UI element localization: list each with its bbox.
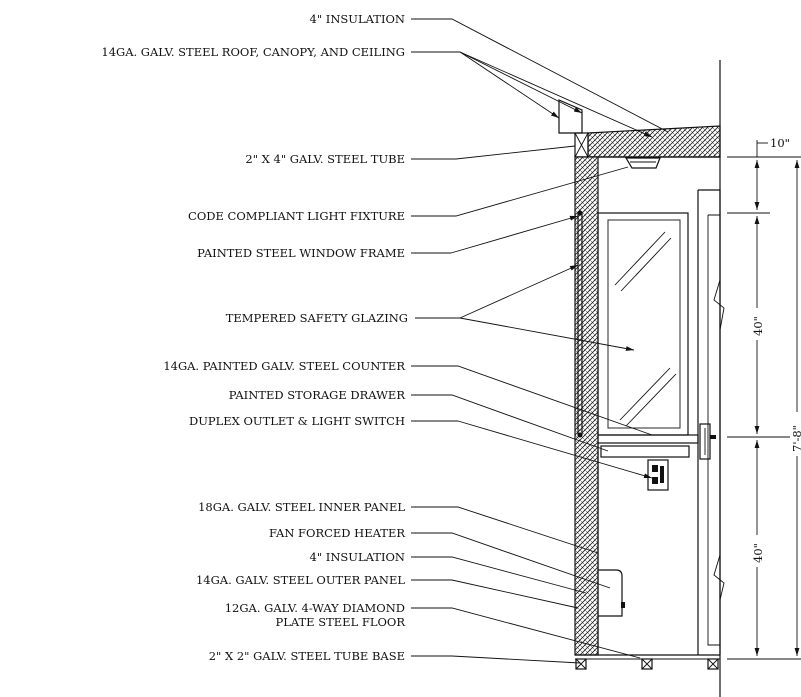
leader-lines [411,18,669,664]
dim-overall-height: 7'-8" [790,425,801,452]
label-light-fixture: CODE COMPLIANT LIGHT FIXTURE [188,209,405,223]
label-outlet: DUPLEX OUTLET & LIGHT SWITCH [189,414,405,428]
dim-upper-section: 40" [751,316,765,336]
label-counter: 14GA. PAINTED GALV. STEEL COUNTER [163,359,405,373]
door-hinge [699,423,711,460]
label-tube-base: 2" X 2" GALV. STEEL TUBE BASE [209,649,405,663]
door-frame [697,189,721,655]
label-floor-line2: PLATE STEEL FLOOR [275,615,405,629]
counter [597,434,699,444]
label-insulation-bottom: 4" INSULATION [310,550,405,564]
label-drawer: PAINTED STORAGE DRAWER [229,388,406,402]
label-tube-top: 2" X 4" GALV. STEEL TUBE [245,152,405,166]
roof-insulation [587,125,721,158]
label-floor-line1: 12GA. GALV. 4-WAY DIAMOND [225,601,405,615]
label-outer-panel: 14GA. GALV. STEEL OUTER PANEL [196,573,405,587]
window-frame [597,212,689,436]
label-roof: 14GA. GALV. STEEL ROOF, CANOPY, AND CEIL… [101,45,405,59]
dimensions: 10" 40" 40" 7'-8" [727,136,801,660]
glazing-pane [607,219,681,429]
label-glazing: TEMPERED SAFETY GLAZING [226,311,408,325]
dim-lower-section: 40" [751,543,765,563]
callout-labels: 4" INSULATION 14GA. GALV. STEEL ROOF, CA… [101,12,408,663]
booth-structure [558,60,725,697]
label-window-frame: PAINTED STEEL WINDOW FRAME [197,246,405,260]
label-heater: FAN FORCED HEATER [269,526,405,540]
label-inner-panel: 18GA. GALV. STEEL INNER PANEL [198,500,405,514]
storage-drawer [600,445,690,458]
duplex-outlet [647,459,669,491]
dim-top-offset: 10" [770,136,790,150]
heater [598,569,623,617]
label-insulation-top: 4" INSULATION [310,12,405,26]
base-tubes [575,658,719,670]
light-fixture [624,157,661,169]
